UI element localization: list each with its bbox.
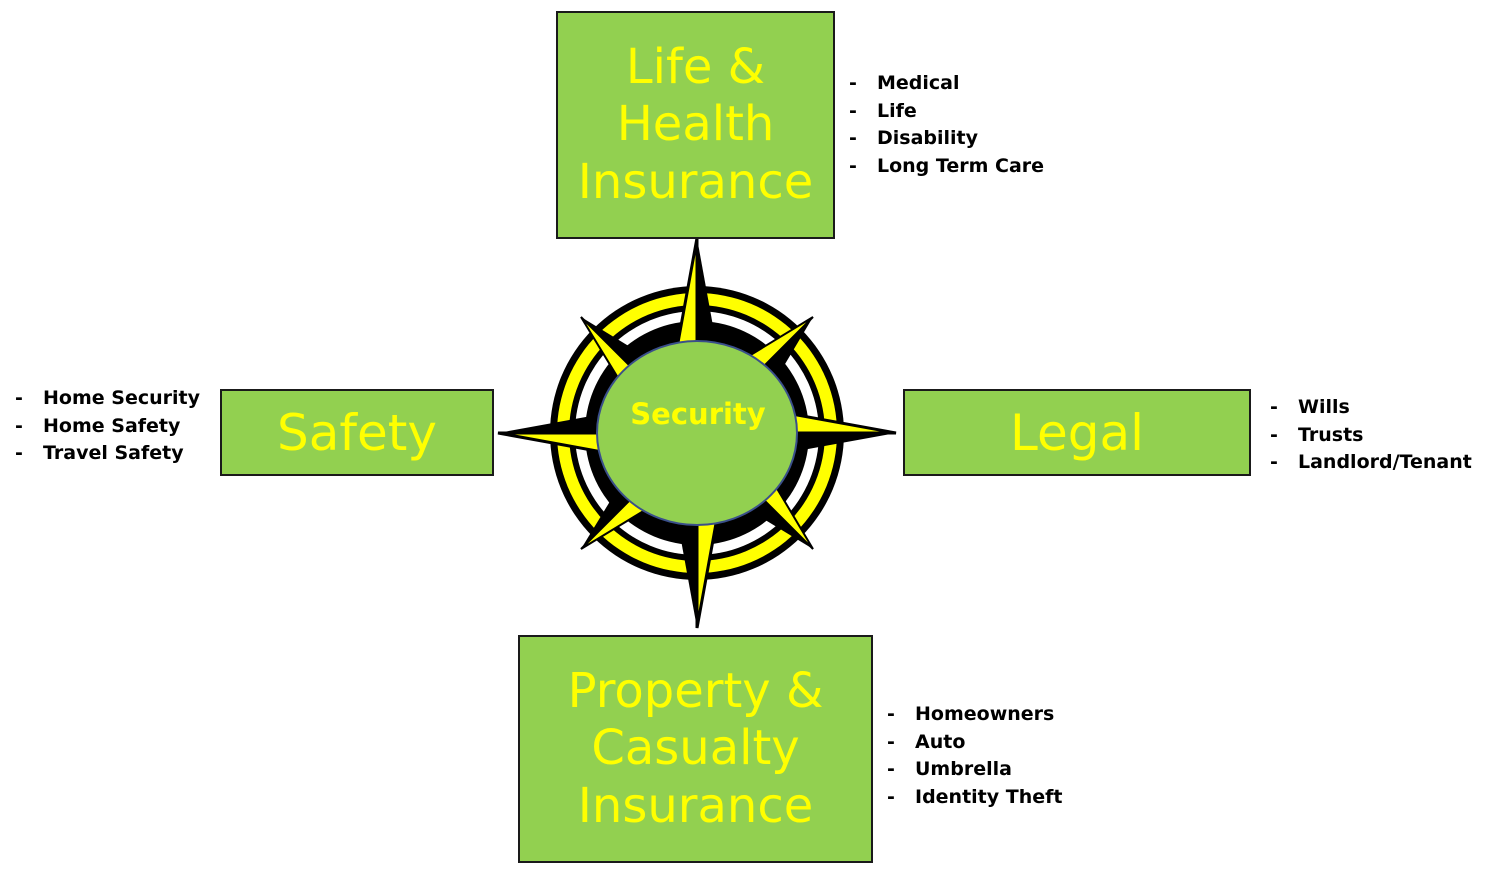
- list-item: -Long Term Care: [849, 153, 1044, 181]
- box-title-line: Life &: [625, 38, 766, 95]
- bullet-dash: -: [1270, 396, 1278, 418]
- bullet-dash: -: [15, 387, 23, 409]
- compass-rose-graphic: [497, 237, 897, 629]
- bullet-dash: -: [849, 127, 857, 150]
- bullet-dash: -: [887, 703, 895, 725]
- list-item-label: Medical: [877, 72, 960, 94]
- box-title-line: Legal: [1009, 403, 1144, 462]
- list-item: -Landlord/Tenant: [1270, 449, 1472, 477]
- list-item: -Home Security: [15, 385, 200, 413]
- list-item: -Auto: [887, 729, 1062, 757]
- bullet-dash: -: [1270, 451, 1278, 474]
- list-item: -Umbrella: [887, 756, 1062, 784]
- bullet-dash: -: [1270, 423, 1278, 446]
- bullet-dash: -: [849, 99, 857, 122]
- box-title-line: Insurance: [577, 777, 814, 834]
- list-item-label: Travel Safety: [43, 442, 184, 465]
- life-health-insurance-box: Life & Health Insurance: [556, 11, 835, 239]
- list-item-label: Trusts: [1298, 423, 1364, 446]
- list-item-label: Homeowners: [915, 703, 1055, 725]
- box-title-line: Safety: [277, 403, 437, 462]
- safety-items-list: -Home Security -Home Safety -Travel Safe…: [15, 385, 200, 468]
- property-casualty-items-list: -Homeowners -Auto -Umbrella -Identity Th…: [887, 701, 1062, 812]
- bullet-dash: -: [849, 155, 857, 178]
- list-item: -Trusts: [1270, 422, 1472, 450]
- list-item-label: Home Security: [43, 387, 200, 409]
- list-item-label: Home Safety: [43, 414, 181, 437]
- bullet-dash: -: [887, 786, 895, 809]
- list-item: -Homeowners: [887, 701, 1062, 729]
- life-health-items-list: -Medical -Life -Disability -Long Term Ca…: [849, 70, 1044, 181]
- box-title-line: Health: [616, 96, 775, 153]
- compass-center-disc: [596, 340, 798, 526]
- box-title-line: Insurance: [577, 153, 814, 210]
- bullet-dash: -: [887, 758, 895, 781]
- list-item-label: Disability: [877, 127, 979, 150]
- bullet-dash: -: [15, 442, 23, 465]
- list-item-label: Long Term Care: [877, 155, 1045, 178]
- bullet-dash: -: [15, 414, 23, 437]
- box-title-line: Property &: [567, 662, 824, 719]
- box-title-line: Casualty: [591, 720, 800, 777]
- list-item: -Disability: [849, 125, 1044, 153]
- property-casualty-insurance-box: Property & Casualty Insurance: [518, 635, 873, 863]
- list-item-label: Life: [877, 99, 917, 122]
- list-item: -Home Safety: [15, 413, 200, 441]
- list-item-label: Umbrella: [915, 758, 1012, 781]
- list-item: -Identity Theft: [887, 784, 1062, 812]
- list-item-label: Auto: [915, 730, 966, 753]
- list-item-label: Landlord/Tenant: [1298, 451, 1472, 474]
- center-security-label: Security: [630, 397, 766, 431]
- list-item: -Medical: [849, 70, 1044, 98]
- list-item-label: Identity Theft: [915, 786, 1063, 809]
- list-item: -Life: [849, 98, 1044, 126]
- legal-items-list: -Wills -Trusts -Landlord/Tenant: [1270, 394, 1472, 477]
- legal-box: Legal: [903, 389, 1251, 476]
- list-item: -Travel Safety: [15, 440, 200, 468]
- list-item-label: Wills: [1298, 396, 1350, 418]
- bullet-dash: -: [887, 730, 895, 753]
- bullet-dash: -: [849, 72, 857, 94]
- list-item: -Wills: [1270, 394, 1472, 422]
- safety-box: Safety: [220, 389, 494, 476]
